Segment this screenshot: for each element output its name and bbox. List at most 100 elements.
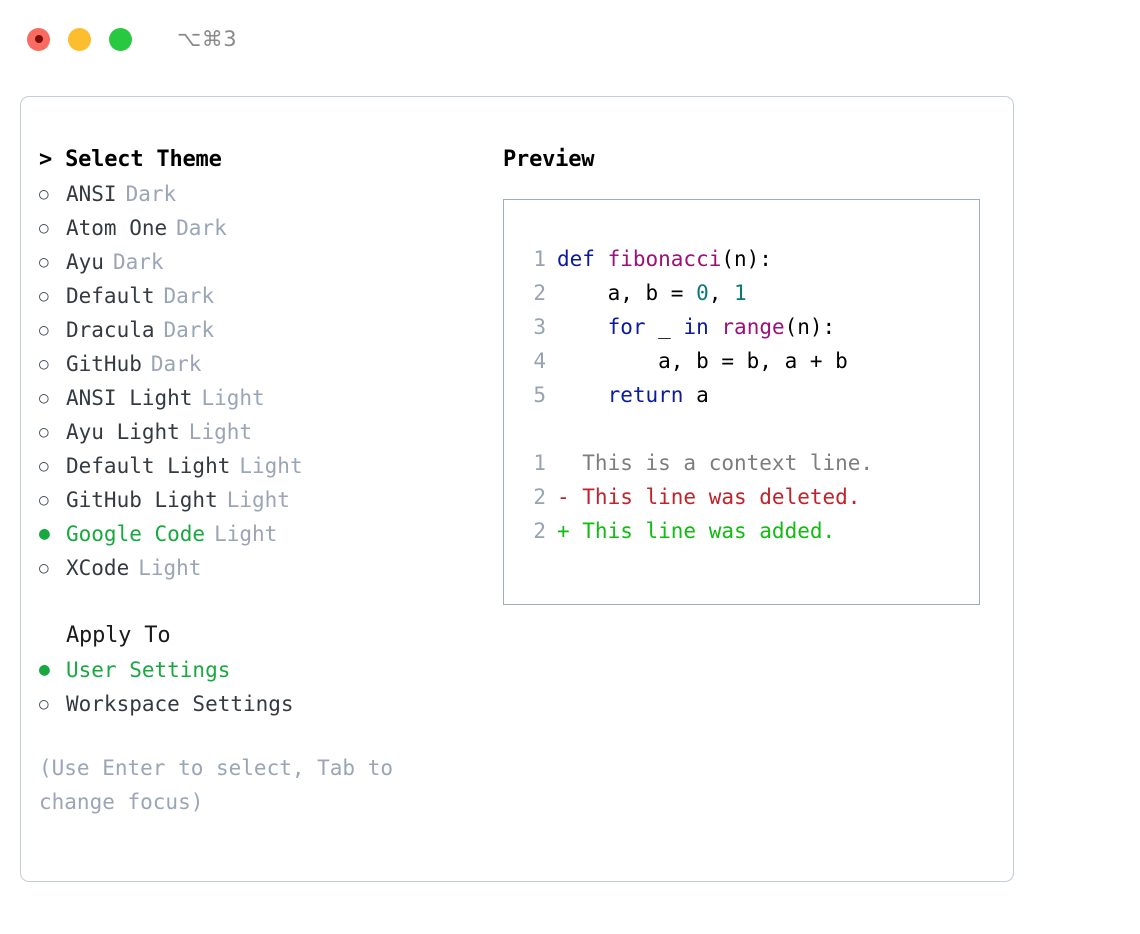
code-text: for _ in range(n): (557, 310, 836, 344)
theme-option-label: Dracula (66, 318, 155, 342)
maximize-button[interactable] (109, 27, 132, 51)
code-text: def fibonacci(n): (557, 242, 772, 276)
diff-text: This is a context line. (557, 451, 874, 475)
preview-gap (522, 412, 979, 446)
close-button[interactable] (27, 27, 50, 51)
theme-option-label: Atom One (66, 216, 168, 240)
theme-option-github[interactable]: ○ GitHub Dark (39, 347, 479, 381)
theme-option-label: ANSI (66, 182, 117, 206)
theme-option-github-light[interactable]: ○ GitHub Light Light (39, 483, 479, 517)
window-controls (27, 27, 132, 51)
theme-variant-badge: Light (226, 488, 290, 512)
radio-selected-icon: ● (39, 659, 50, 680)
radio-unselected-icon: ○ (39, 456, 49, 475)
radio-unselected-icon: ○ (39, 320, 49, 339)
section-spacer (39, 585, 479, 619)
recording-indicator-icon (34, 35, 43, 43)
code-token: 1 (734, 281, 747, 305)
code-token: (n): (784, 315, 836, 339)
theme-option-xcode[interactable]: ○ XCode Light (39, 551, 479, 585)
theme-variant-badge: Dark (176, 216, 227, 240)
theme-variant-badge: Light (138, 556, 202, 580)
line-number: 2 (533, 281, 546, 305)
code-line: 3 for _ in range(n): (522, 310, 979, 344)
title-bar: ⌥⌘3 (0, 0, 1140, 78)
diff-line-ctx: 1 This is a context line. (522, 446, 979, 480)
apply-to-header: Apply To (66, 623, 171, 648)
line-number: 2 (533, 519, 546, 543)
line-number: 1 (533, 451, 546, 475)
radio-unselected-icon: ○ (39, 558, 49, 577)
theme-option-label: Default Light (66, 454, 231, 478)
line-number: 5 (533, 383, 546, 407)
radio-unselected-icon: ○ (39, 184, 49, 203)
code-token: _ (645, 315, 684, 339)
preview-title: Preview (503, 147, 595, 172)
code-token: range (721, 315, 785, 339)
apply-to-option-list: ● User Settings ○ Workspace Settings (39, 653, 479, 721)
theme-option-atom-one[interactable]: ○ Atom One Dark (39, 211, 479, 245)
select-theme-header: > Select Theme (39, 147, 222, 172)
theme-variant-badge: Light (239, 454, 303, 478)
theme-variant-badge: Dark (112, 250, 164, 274)
diff-text: - This line was deleted. (557, 485, 861, 509)
code-line: 5 return a (522, 378, 979, 412)
code-token: (n): (721, 247, 772, 271)
diff-sample: 1 This is a context line.2- This line wa… (522, 446, 979, 548)
apply-to-option-workspace-settings[interactable]: ○ Workspace Settings (39, 687, 479, 721)
radio-unselected-icon: ○ (39, 388, 49, 407)
theme-variant-badge: Dark (163, 284, 215, 308)
theme-option-label: GitHub Light (66, 488, 218, 512)
theme-variant-badge: Dark (150, 352, 202, 376)
diff-line-del: 2- This line was deleted. (522, 480, 979, 514)
apply-to-option-user-settings[interactable]: ● User Settings (39, 653, 479, 687)
code-text: a, b = 0, 1 (557, 276, 747, 310)
code-token: a, b = b, a + b (557, 349, 848, 373)
radio-unselected-icon: ○ (39, 354, 49, 373)
code-token: , (708, 281, 735, 305)
theme-option-default-light[interactable]: ○ Default Light Light (39, 449, 479, 483)
theme-option-label: Default (66, 284, 155, 308)
radio-unselected-icon: ○ (39, 286, 49, 305)
diff-line-add: 2 + This line was added. (522, 514, 979, 548)
line-number: 3 (533, 315, 546, 339)
radio-unselected-icon: ○ (39, 252, 49, 271)
code-token: return (607, 383, 684, 407)
theme-variant-badge: Light (201, 386, 265, 410)
theme-option-label: Ayu (66, 250, 104, 274)
theme-variant-badge: Dark (125, 182, 177, 206)
theme-variant-badge: Light (214, 522, 278, 546)
theme-option-ansi[interactable]: ○ ANSI Dark (39, 177, 479, 211)
radio-selected-icon: ● (39, 523, 50, 544)
code-token: 0 (696, 281, 709, 305)
apply-to-option-label: Workspace Settings (66, 692, 294, 716)
radio-unselected-icon: ○ (39, 694, 49, 713)
diff-text: + This line was added. (557, 519, 836, 543)
apply-to-option-label: User Settings (66, 658, 231, 682)
theme-option-label: GitHub (66, 352, 142, 376)
radio-unselected-icon: ○ (39, 218, 49, 237)
code-token: a (683, 383, 709, 407)
code-token: fibonacci (607, 247, 722, 271)
radio-unselected-icon: ○ (39, 490, 49, 509)
keyboard-hint-text: (Use Enter to select, Tab to change focu… (39, 756, 406, 814)
code-text: a, b = b, a + b (557, 344, 848, 378)
code-text: return a (557, 378, 709, 412)
theme-option-default[interactable]: ○ Default Dark (39, 279, 479, 313)
code-token (709, 315, 722, 339)
keyboard-shortcut-label: ⌥⌘3 (177, 27, 238, 51)
theme-option-ayu[interactable]: ○ Ayu Dark (39, 245, 479, 279)
theme-option-label: XCode (66, 556, 130, 580)
minimize-button[interactable] (68, 27, 91, 51)
